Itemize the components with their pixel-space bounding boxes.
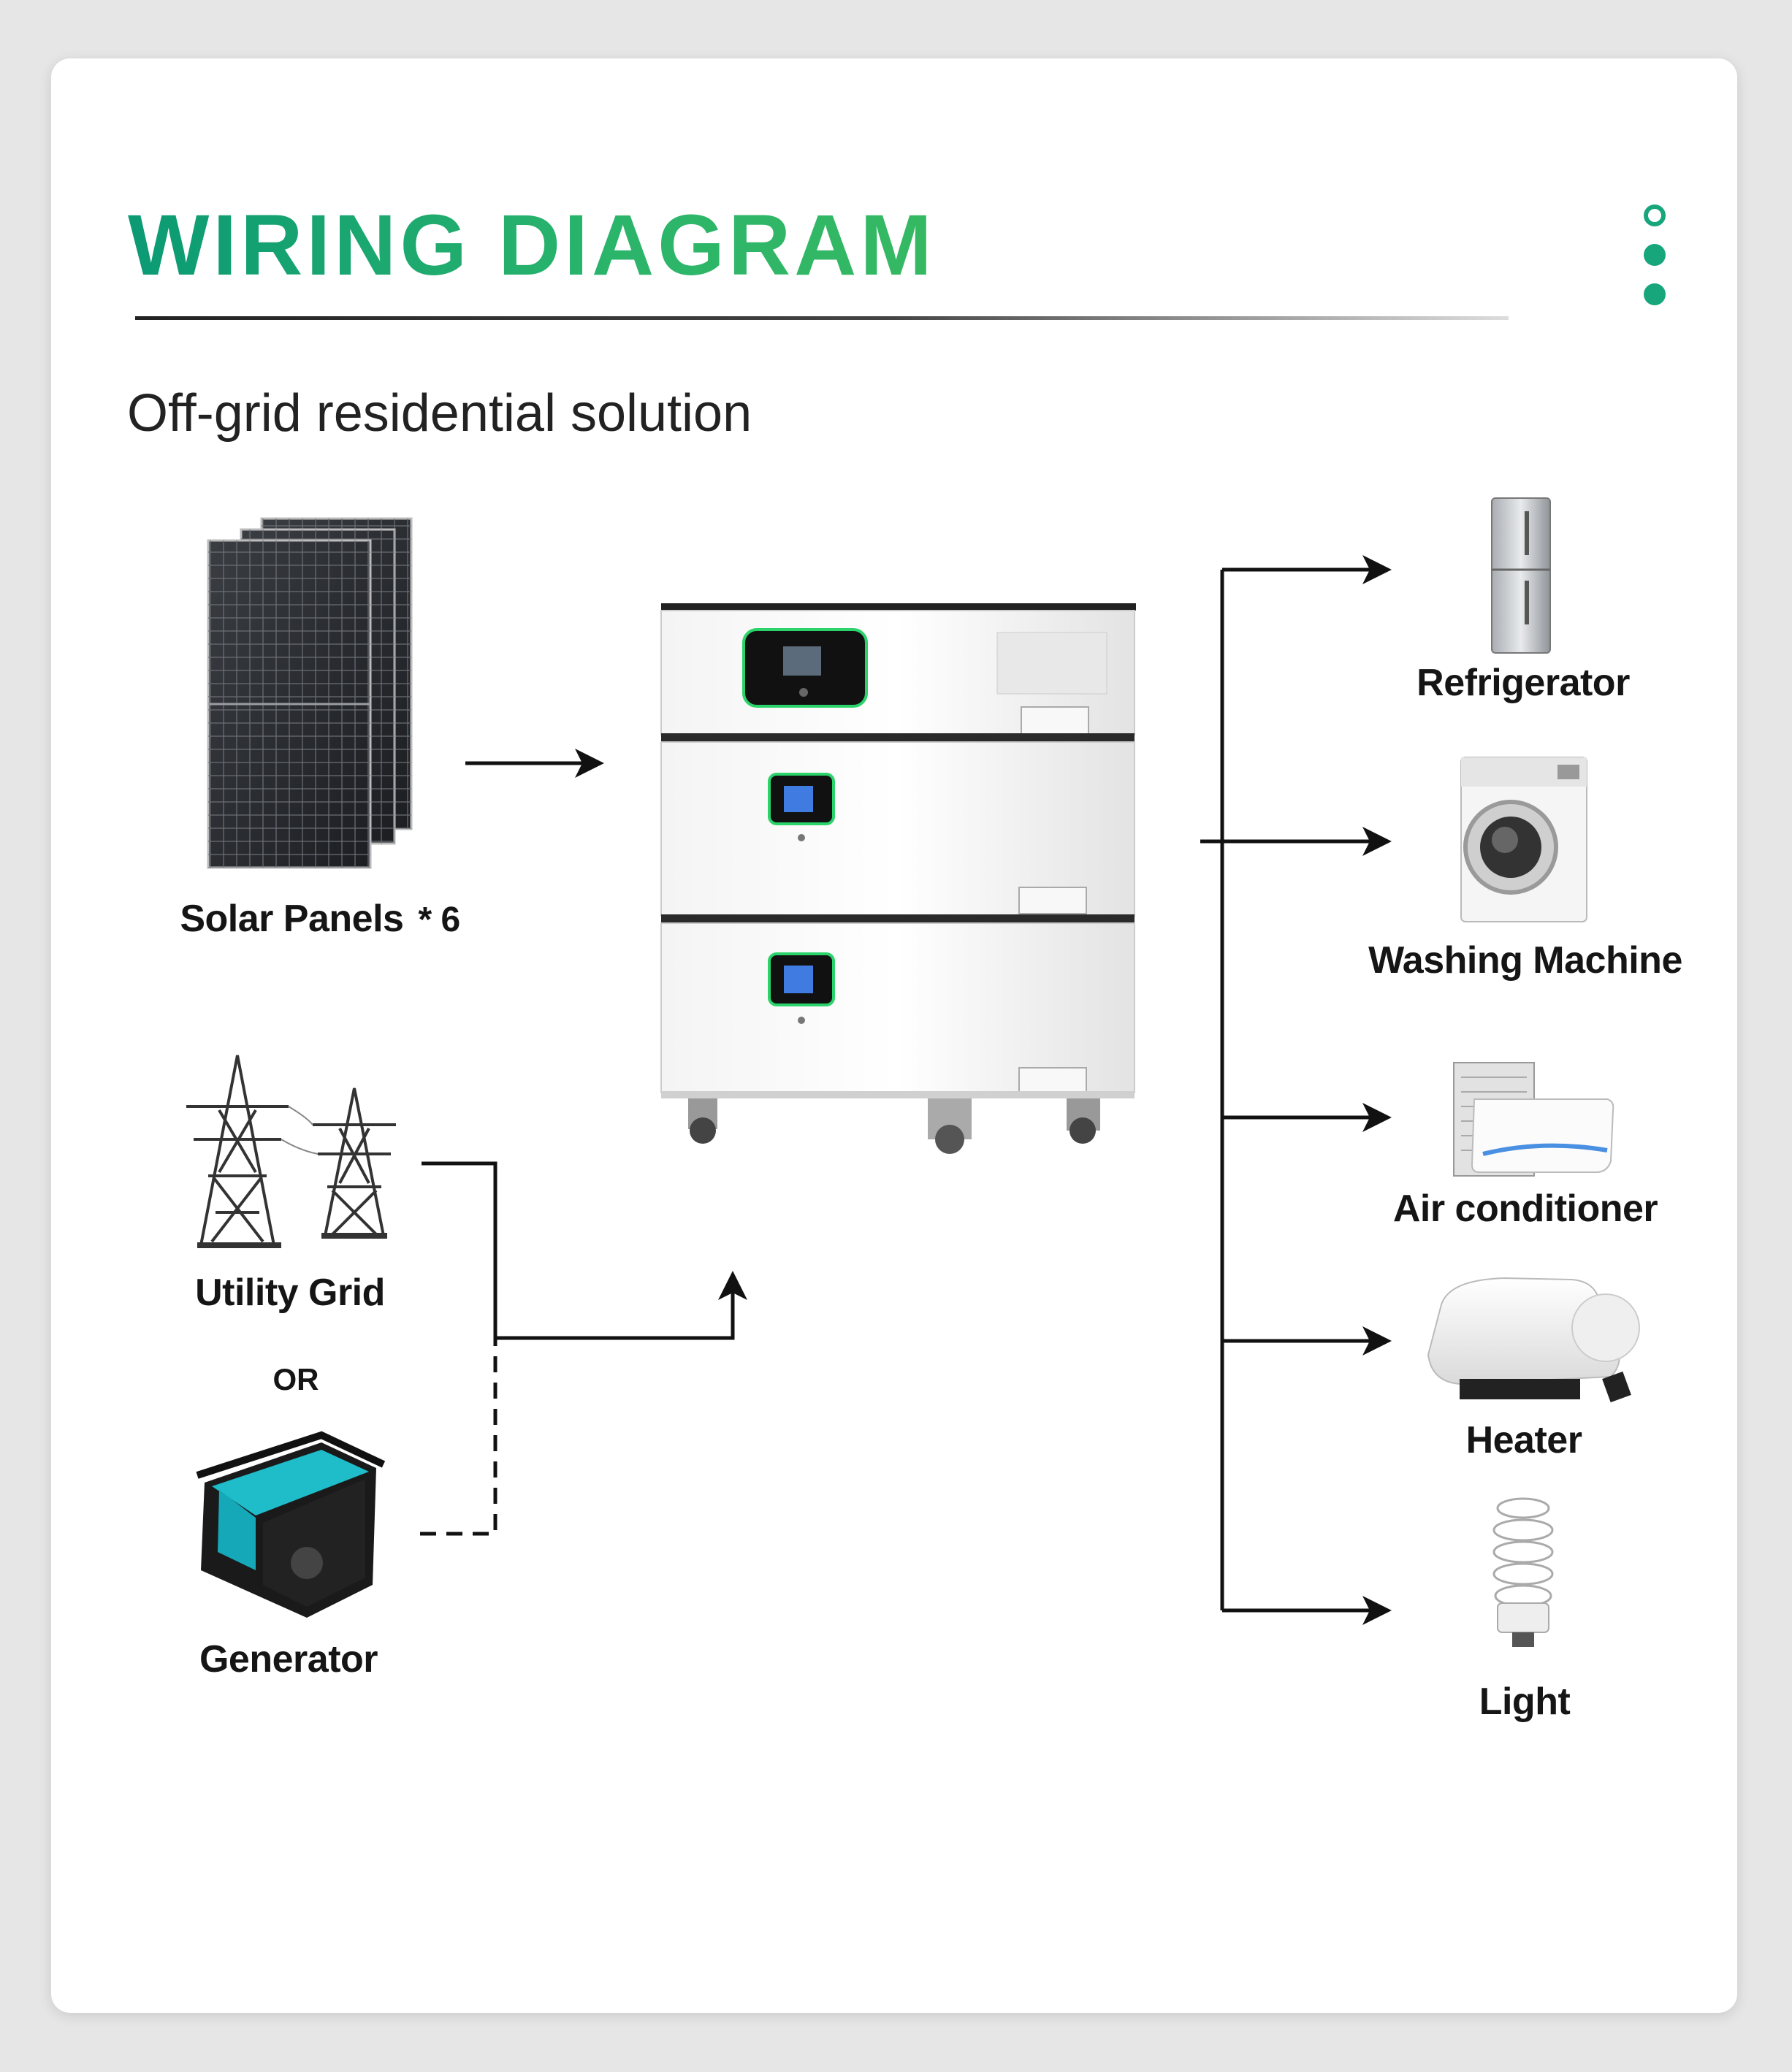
page-subtitle: Off-grid residential solution [127, 384, 752, 443]
solar-panel-icon [207, 517, 413, 869]
stacked-battery-inverter-icon [660, 603, 1136, 1154]
solar-panels-label: Solar Panels* 6 [180, 898, 460, 940]
water-heater-icon [1427, 1277, 1640, 1403]
decorative-dots-icon [1644, 204, 1666, 323]
solar-multiplier: * 6 [418, 901, 460, 939]
grid-to-storage-arrow [422, 1161, 747, 1340]
utility-grid-label: Utility Grid [195, 1272, 385, 1314]
page-title: WIRING DIAGRAM [128, 197, 936, 294]
refrigerator-icon [1491, 497, 1551, 654]
or-separator: OR [272, 1362, 319, 1396]
generator-dashed-line [420, 1338, 497, 1536]
light-bulb-icon [1492, 1497, 1554, 1647]
air-conditioner-icon [1453, 1062, 1614, 1177]
connection-lines [420, 555, 1392, 1625]
title-divider [135, 316, 1509, 320]
power-tower-icon [186, 1055, 396, 1248]
generator-icon [196, 1431, 386, 1618]
generator-label: Generator [199, 1638, 378, 1681]
refrigerator-label: Refrigerator [1417, 662, 1630, 704]
heater-label: Heater [1465, 1419, 1582, 1461]
washing-machine-icon [1460, 757, 1587, 922]
light-label: Light [1479, 1681, 1571, 1723]
washing-machine-label: Washing Machine [1368, 939, 1682, 982]
air-conditioner-label: Air conditioner [1392, 1188, 1658, 1230]
